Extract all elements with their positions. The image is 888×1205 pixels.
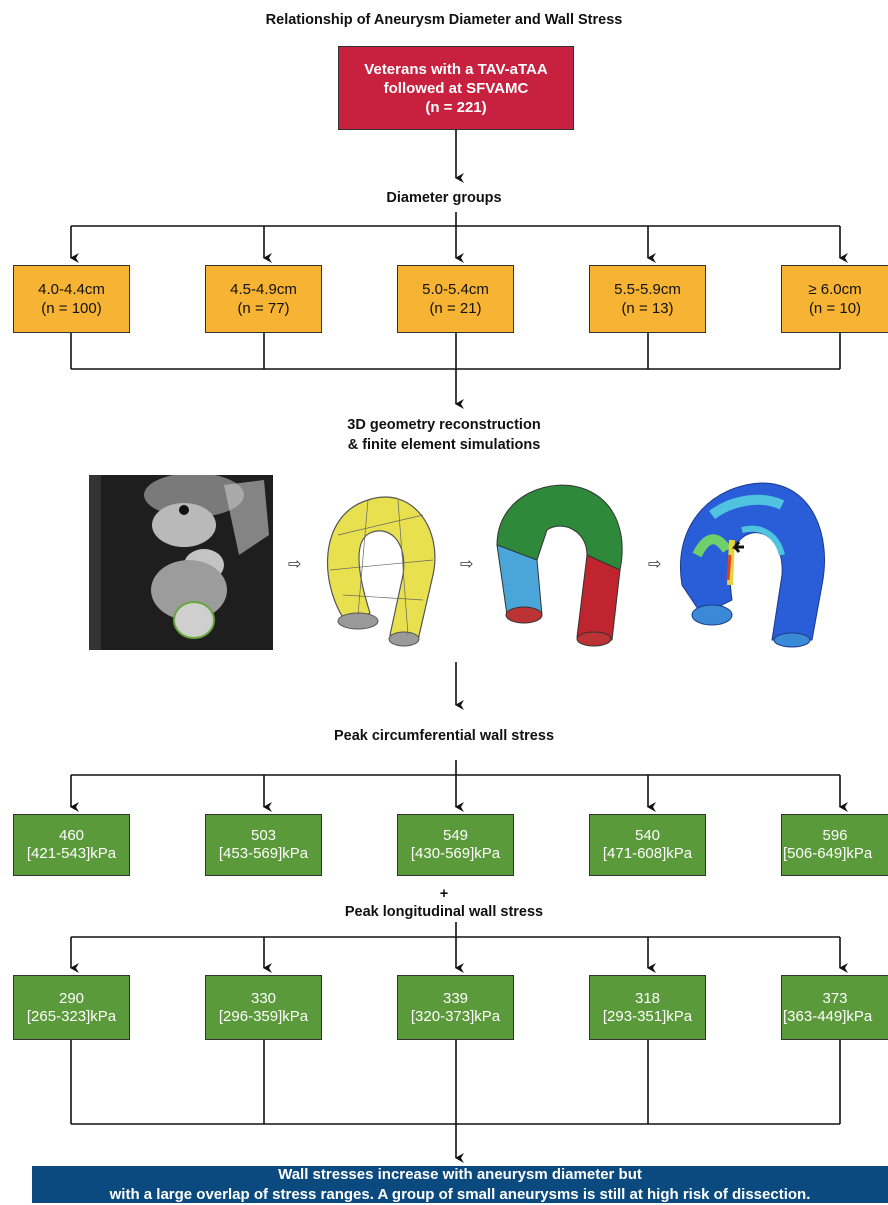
mesh-model-image	[492, 475, 630, 650]
stress-median: 318	[634, 989, 661, 1007]
diameter-range: 5.5-5.9cm	[614, 281, 681, 298]
stress-median: 290	[58, 989, 85, 1007]
reconstruction-heading-line-1: 3D geometry reconstruction	[347, 417, 541, 433]
diagram-title: Relationship of Aneurysm Diameter and Wa…	[265, 12, 623, 28]
arrow-right-icon: ⇨	[648, 556, 662, 573]
geometry-model-image	[308, 475, 443, 650]
circumferential-stress-box: 596 [506-649]kPa	[781, 814, 888, 876]
stress-median: 330	[250, 989, 277, 1007]
stress-median: 373	[822, 989, 848, 1007]
stress-median: 549	[442, 827, 469, 844]
stress-range: [421-543]kPa	[26, 845, 117, 862]
cohort-box: Veterans with a TAV-aTAA followed at SFV…	[338, 46, 574, 130]
diameter-range: 4.5-4.9cm	[230, 281, 297, 298]
diameter-groups-heading: Diameter groups	[386, 190, 502, 206]
longitudinal-stress-heading: Peak longitudinal wall stress	[344, 904, 544, 920]
stress-range: [453-569]kPa	[218, 845, 309, 862]
stress-median: 339	[442, 989, 469, 1007]
circumferential-stress-box: 460 [421-543]kPa	[13, 814, 130, 876]
diameter-count: (n = 100)	[41, 300, 102, 317]
circumferential-stress-box: 549 [430-569]kPa	[397, 814, 514, 876]
stress-median: 540	[634, 827, 661, 844]
conclusion-line-2: with a large overlap of stress ranges. A…	[109, 1185, 811, 1203]
cohort-line-1: Veterans with a TAV-aTAA	[364, 60, 548, 78]
diameter-count: (n = 77)	[237, 300, 290, 317]
stress-range: [471-608]kPa	[602, 845, 693, 862]
stress-median: 503	[250, 827, 277, 844]
longitudinal-stress-box: 330 [296-359]kPa	[205, 975, 322, 1040]
reconstruction-heading-line-2: & finite element simulations	[347, 437, 541, 453]
circumferential-stress-heading: Peak circumferential wall stress	[333, 728, 555, 744]
diameter-range: 4.0-4.4cm	[38, 281, 105, 298]
stress-range: [296-359]kPa	[218, 1007, 309, 1025]
arrow-right-icon: ⇨	[288, 556, 302, 573]
stress-range: [320-373]kPa	[410, 1007, 501, 1025]
diameter-group-box: 4.0-4.4cm (n = 100)	[13, 265, 130, 333]
circumferential-stress-box: 540 [471-608]kPa	[589, 814, 706, 876]
diameter-range: 5.0-5.4cm	[422, 281, 489, 298]
stress-range: [293-351]kPa	[602, 1007, 693, 1025]
stress-map-image	[672, 475, 832, 650]
longitudinal-stress-box: 290 [265-323]kPa	[13, 975, 130, 1040]
diameter-count: (n = 10)	[808, 300, 862, 317]
diameter-group-box: 4.5-4.9cm (n = 77)	[205, 265, 322, 333]
cohort-line-2: followed at SFVAMC	[383, 79, 529, 97]
longitudinal-stress-box: 339 [320-373]kPa	[397, 975, 514, 1040]
circumferential-stress-box: 503 [453-569]kPa	[205, 814, 322, 876]
conclusion-line-1: Wall stresses increase with aneurysm dia…	[278, 1165, 642, 1183]
conclusion-box: Wall stresses increase with aneurysm dia…	[32, 1166, 888, 1203]
longitudinal-stress-box: 373 [363-449]kPa	[781, 975, 888, 1040]
diameter-range: ≥ 6.0cm	[808, 281, 862, 298]
stress-median: 460	[58, 827, 85, 844]
arrow-right-icon: ⇨	[460, 556, 474, 573]
stress-median: 596	[822, 827, 848, 844]
stress-range: [363-449]kPa	[783, 1007, 873, 1025]
longitudinal-stress-box: 318 [293-351]kPa	[589, 975, 706, 1040]
stress-range: [506-649]kPa	[783, 845, 873, 862]
diameter-group-box: 5.0-5.4cm (n = 21)	[397, 265, 514, 333]
stress-range: [430-569]kPa	[410, 845, 501, 862]
plus-sign: +	[439, 886, 449, 902]
ct-scan-image	[89, 473, 273, 650]
diameter-count: (n = 13)	[621, 300, 674, 317]
diameter-group-box: ≥ 6.0cm (n = 10)	[781, 265, 888, 333]
diameter-count: (n = 21)	[429, 300, 482, 317]
diameter-group-box: 5.5-5.9cm (n = 13)	[589, 265, 706, 333]
stress-range: [265-323]kPa	[26, 1007, 117, 1025]
cohort-line-3: (n = 221)	[425, 98, 487, 116]
